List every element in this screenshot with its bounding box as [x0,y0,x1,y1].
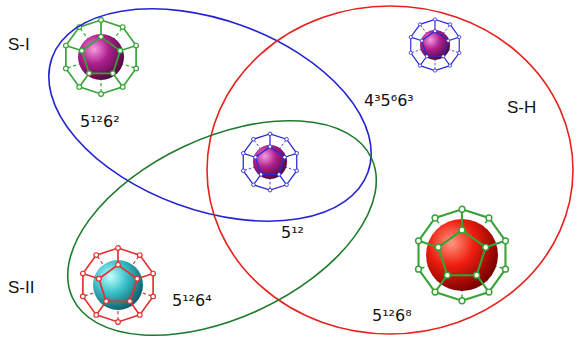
region-outline [205,4,575,336]
cage-label: 5¹² [281,223,304,242]
cage-figure [416,206,509,303]
region-ellipse [207,6,573,334]
cage-label: 5¹²6⁸ [372,306,412,325]
label-anchor: 4³5⁶6³ [364,91,414,110]
cage-label: 5¹²6⁴ [172,291,212,310]
structure-region: S-II [64,118,380,338]
structure-name: S-II [8,278,34,298]
label-anchor: 5¹²6⁴ [172,291,212,310]
cage-label: 5¹²6² [80,112,120,131]
structure-name: S-I [8,35,30,55]
label-anchor: 5¹² [281,223,304,242]
label-anchor: 5¹²6⁸ [372,306,412,325]
cage-figure [409,18,461,72]
label-anchor: 5¹²6² [80,112,120,131]
structure-name: S-H [507,98,536,118]
region-outline [64,118,380,338]
guest-sphere [420,30,450,60]
region-ellipse [34,77,409,343]
cage-figure [81,246,156,325]
structure-region: S-H [205,4,575,336]
cage-figure [241,132,298,192]
cage-label: 4³5⁶6³ [364,91,414,110]
